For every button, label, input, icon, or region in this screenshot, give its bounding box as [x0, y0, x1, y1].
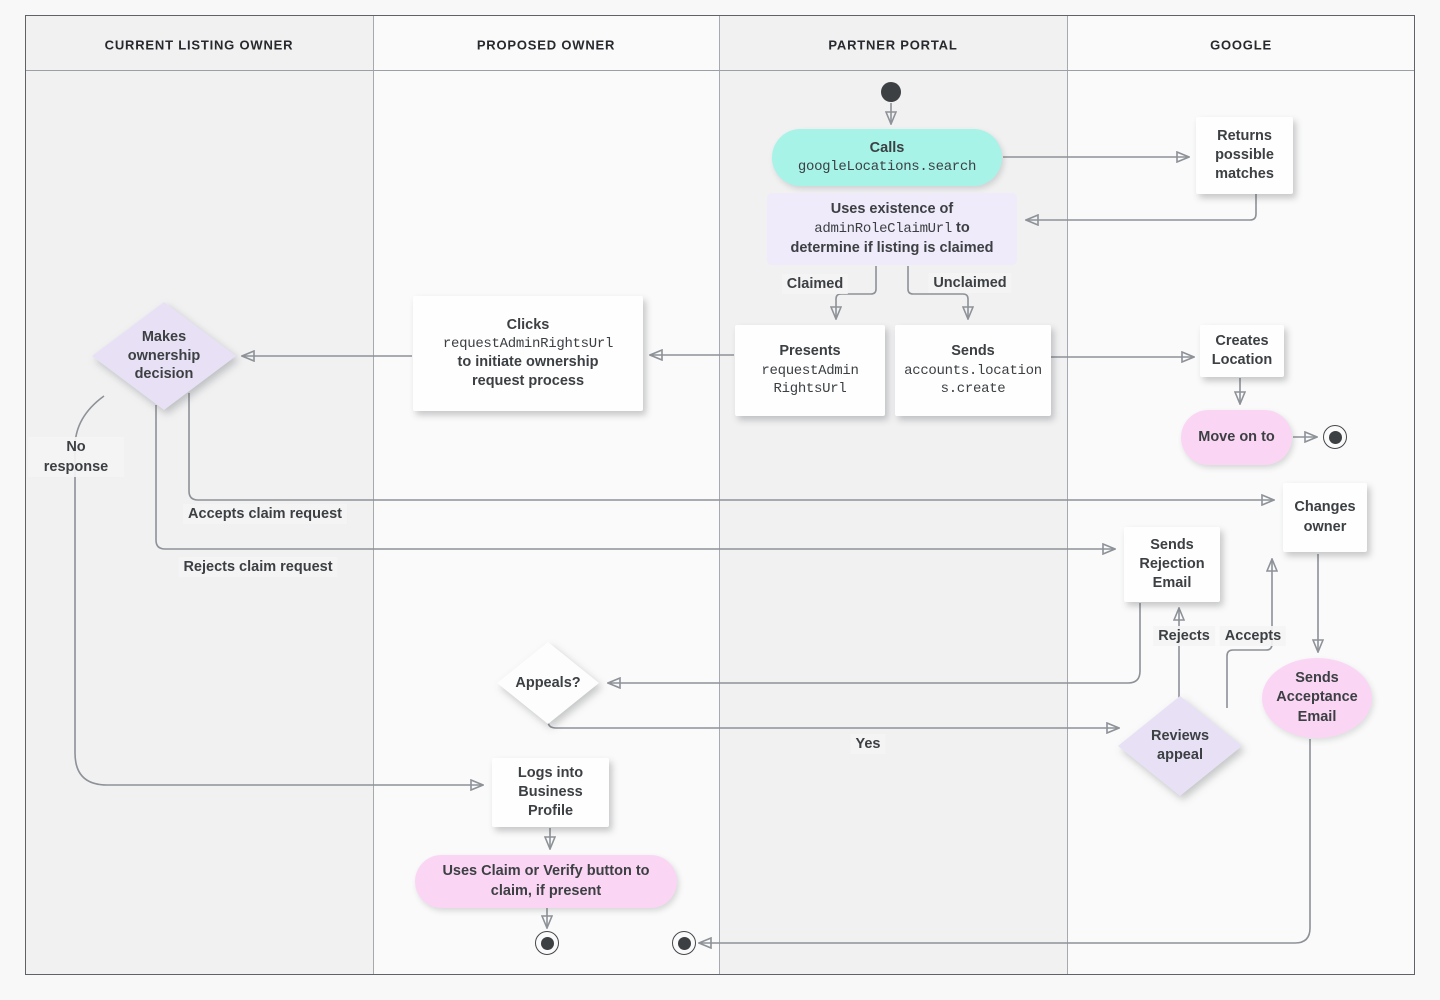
note-line2-suffix: to	[956, 220, 970, 237]
node-uses-claim-or-verify: Uses Claim or Verify button to claim, if…	[415, 855, 677, 908]
edge-label-claimed: Claimed	[781, 274, 849, 294]
edge-claimed-to-presents	[836, 266, 877, 317]
edge-label-yes: Yes	[850, 734, 886, 754]
note-line2: adminRoleClaimUrl to	[814, 219, 969, 238]
node-sends-rejection-email: Sends Rejection Email	[1124, 527, 1220, 602]
edge-unclaimed-to-sends-create	[907, 266, 968, 317]
node-label: Makes ownership decision	[127, 328, 201, 383]
node-returns-possible-matches: Returns possible matches	[1196, 117, 1293, 194]
node-label: Sends	[951, 343, 995, 360]
edge-label-rejects-claim-request: Rejects claim request	[178, 557, 338, 577]
node-uses-existence-note: Uses existence of adminRoleClaimUrl to d…	[767, 193, 1017, 265]
edge-reviews-accepts-to-changes-owner	[1226, 561, 1272, 708]
edge-returns-to-uses-existence	[1028, 194, 1257, 220]
node-label: Move on to	[1198, 428, 1275, 445]
node-code: accounts.locations.create	[904, 362, 1042, 398]
diagram-frame	[25, 15, 1415, 975]
end-node-claim-verify	[535, 931, 559, 955]
node-label: Changes owner	[1294, 499, 1356, 535]
node-label: Clicks	[506, 316, 550, 333]
end-node-dot	[540, 936, 554, 950]
lane-title-proposed-owner: PROPOSED OWNER	[476, 37, 616, 53]
end-node-dot	[1328, 430, 1342, 444]
node-label: Logs into Business Profile	[517, 764, 584, 820]
node-label: Calls	[869, 139, 905, 156]
node-calls-google-locations-search: Calls googleLocations.search	[772, 129, 1002, 186]
node-logs-into-business-profile: Logs into Business Profile	[492, 758, 609, 827]
end-node-move-on	[1323, 425, 1347, 449]
note-line1: Uses existence of	[830, 201, 954, 218]
node-label: Appeals?	[515, 674, 581, 691]
node-label: Reviews appeal	[1150, 728, 1210, 763]
node-code: googleLocations.search	[797, 158, 977, 175]
node-makes-ownership-decision: Makes ownership decision	[92, 302, 236, 410]
edge-rejection-email-to-appeals	[610, 603, 1141, 683]
node-clicks-request-admin-rights-url: Clicks requestAdminRightsUrl to initiate…	[413, 296, 643, 411]
note-line3: determine if listing is claimed	[790, 239, 994, 256]
node-label: Sends Rejection Email	[1139, 536, 1205, 592]
node-label: Returns possible matches	[1215, 127, 1274, 183]
node-creates-location: Creates Location	[1200, 325, 1284, 377]
node-label: Creates Location	[1211, 332, 1273, 368]
node-code: requestAdminRightsUrl	[761, 362, 859, 398]
node-move-on-to: Move on to	[1181, 410, 1292, 465]
node-label2: to initiate ownership request process	[457, 354, 599, 390]
node-appeals: Appeals?	[497, 642, 599, 724]
node-label: Uses Claim or Verify button to claim, if…	[442, 863, 650, 899]
edge-appeals-yes-to-reviews-appeal	[547, 720, 1117, 728]
node-label: Presents	[779, 343, 841, 360]
note-code: adminRoleClaimUrl	[814, 221, 952, 238]
node-label: Sends Acceptance Email	[1276, 670, 1358, 725]
node-reviews-appeal: Reviews appeal	[1118, 696, 1242, 796]
lane-title-google: GOOGLE	[1210, 37, 1272, 53]
edge-acceptance-email-to-end	[701, 739, 1311, 943]
edge-no-response-to-logs-in	[74, 395, 481, 785]
header-separator	[26, 70, 1414, 71]
start-node	[881, 82, 901, 102]
node-presents-request-admin-rights-url: Presents requestAdminRightsUrl	[735, 325, 885, 416]
edge-label-accepts-claim-request: Accepts claim request	[183, 504, 347, 524]
end-node-dot	[677, 936, 691, 950]
node-code: requestAdminRightsUrl	[442, 335, 614, 352]
lane-title-current-listing-owner: CURRENT LISTING OWNER	[104, 37, 294, 53]
edge-label-rejects: Rejects	[1153, 626, 1215, 646]
edge-label-no-response: No response	[28, 437, 124, 477]
node-sends-acceptance-email: Sends Acceptance Email	[1262, 658, 1372, 738]
edge-label-unclaimed: Unclaimed	[928, 273, 1012, 293]
node-sends-accounts-locations-create: Sends accounts.locations.create	[895, 325, 1051, 416]
edge-accepts-claim-to-changes-owner	[188, 393, 1272, 500]
edge-label-accepts: Accepts	[1219, 626, 1287, 646]
lane-title-partner-portal: PARTNER PORTAL	[828, 37, 958, 53]
node-changes-owner: Changes owner	[1283, 483, 1367, 552]
end-node-acceptance	[672, 931, 696, 955]
edge-rejects-claim-to-rejection-email	[155, 405, 1113, 549]
lane-current-listing-owner	[25, 15, 373, 975]
